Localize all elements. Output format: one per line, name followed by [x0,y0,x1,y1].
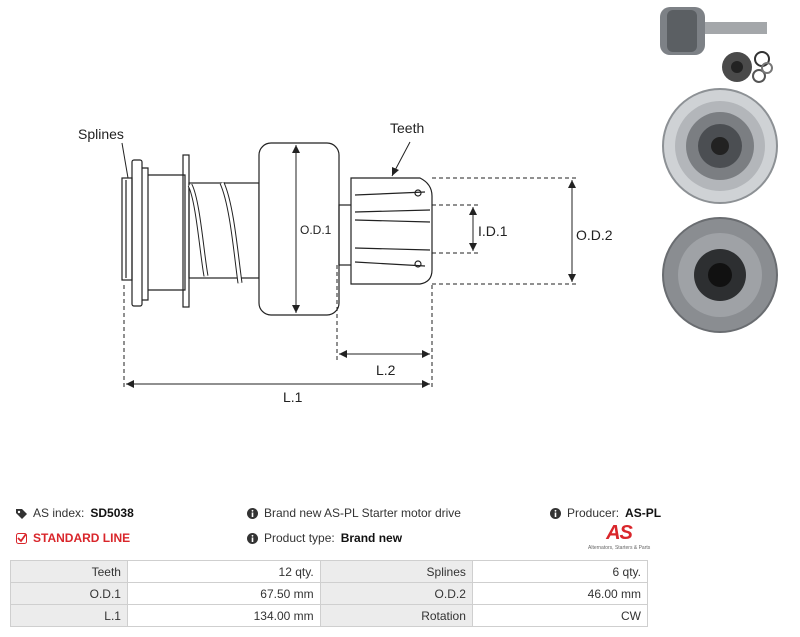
info-icon [247,532,258,544]
od2-label: O.D.2 [576,227,613,243]
left-flange [131,159,143,307]
as-pl-logo: AS Alternators, Starters & Parts [588,522,650,551]
info-icon [247,507,258,519]
logo-mark: AS [606,522,633,544]
standard-line-row: STANDARD LINE [16,531,130,545]
product-photo-rear [662,217,778,333]
spec-value: 134.00 mm [126,604,321,627]
inner-flange [182,154,190,308]
spec-label: Teeth [10,560,128,583]
spec-label: O.D.2 [319,582,473,605]
spec-label: L.1 [10,604,128,627]
standard-line-label: STANDARD LINE [33,531,131,545]
as-index-label: AS index: [33,506,85,520]
splines-label: Splines [78,126,124,142]
l1-label: L.1 [283,389,303,405]
spec-value: 12 qty. [126,560,321,583]
spec-value: CW [471,604,649,627]
product-type-label: Product type: [264,531,335,545]
pinion-gear [350,177,433,285]
description-text: Brand new AS-PL Starter motor drive [264,506,461,520]
spec-label: Rotation [319,604,473,627]
teeth-label: Teeth [390,120,424,136]
spline-hub [121,177,133,281]
spec-value: 67.50 mm [126,582,321,605]
info-icon [550,507,561,519]
od1-label: O.D.1 [300,223,332,237]
as-index-value: SD5038 [90,506,134,520]
spec-value: 46.00 mm [471,582,649,605]
product-photo-front [662,88,778,204]
technical-drawing: Splines Teeth O.D.1 O.D.2 I.D.1 L.2 L.1 [78,120,613,405]
product-photo-side [660,7,773,83]
logo-tagline: Alternators, Starters & Parts [588,545,651,551]
producer-row: Producer: AS-PL [550,506,661,520]
as-index-row: AS index: SD5038 [16,506,134,520]
spec-label: O.D.1 [10,582,128,605]
spec-value: 6 qty. [471,560,649,583]
id1-label: I.D.1 [478,223,508,239]
check-icon [16,532,27,544]
tag-icon [16,508,27,519]
spec-label: Splines [319,560,473,583]
product-type-value: Brand new [340,531,403,545]
description-row: Brand new AS-PL Starter motor drive [247,506,461,520]
product-type-row: Product type: Brand new [247,531,402,545]
producer-label: Producer: [567,506,620,520]
l2-label: L.2 [376,362,396,378]
producer-value: AS-PL [625,506,662,520]
